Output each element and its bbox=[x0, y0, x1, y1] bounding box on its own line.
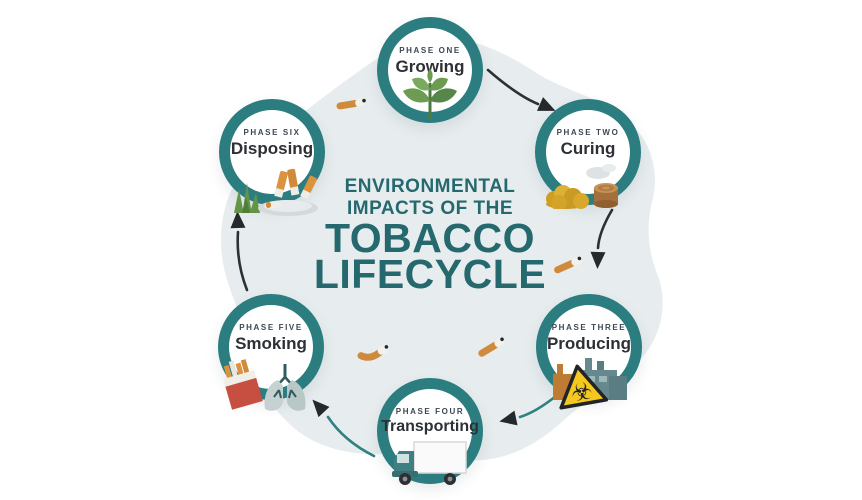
phase-node-disposing: PHASE SIX Disposing bbox=[219, 99, 325, 216]
phase-node-smoking: PHASE FIVE Smoking bbox=[218, 294, 324, 411]
phase-label: PHASE SIX bbox=[243, 128, 301, 137]
phase-node-growing: PHASE ONE Growing bbox=[377, 17, 483, 123]
factory-biohazard-icon: ☣ bbox=[553, 358, 627, 410]
phase-node-transporting: PHASE FOUR Transporting bbox=[377, 378, 483, 485]
arrow-smoking-to-disposing bbox=[230, 211, 249, 292]
arrow-producing-to-transporting bbox=[499, 394, 558, 426]
biohazard-symbol: ☣ bbox=[569, 376, 595, 407]
bent-cigarette-butt-icon bbox=[357, 345, 389, 361]
phase-name: Curing bbox=[560, 139, 616, 158]
center-title: ENVIRONMENTAL IMPACTS OF THE TOBACCO LIF… bbox=[280, 176, 580, 297]
plant-sprout-icon bbox=[403, 69, 457, 119]
phase-name: Transporting bbox=[381, 418, 479, 435]
phase-node-producing: PHASE THREE Producing ☣ bbox=[536, 294, 642, 410]
title-line-impacts: IMPACTS OF THE bbox=[346, 198, 514, 219]
phase-name: Disposing bbox=[230, 139, 314, 158]
arrow-growing-to-curing bbox=[486, 68, 556, 111]
phase-label: PHASE FIVE bbox=[239, 323, 303, 332]
arrow-curing-to-producing bbox=[590, 208, 614, 269]
cigarette-litter-icon bbox=[234, 168, 319, 216]
leaf-pile-stump-icon bbox=[546, 164, 618, 209]
cigarette-pack-lungs-icon bbox=[222, 359, 306, 411]
delivery-truck-icon bbox=[392, 441, 467, 485]
cigarette-butt-icon bbox=[336, 98, 366, 110]
phase-name: Producing bbox=[546, 334, 632, 353]
title-line-tobacco: TOBACCO bbox=[324, 215, 536, 261]
phase-node-curing: PHASE TWO Curing bbox=[535, 99, 641, 209]
phase-label: PHASE THREE bbox=[551, 323, 627, 332]
title-line-lifecycle: LIFECYCLE bbox=[313, 251, 547, 297]
phase-label: PHASE TWO bbox=[556, 128, 620, 137]
phase-name: Smoking bbox=[235, 334, 307, 353]
cigarette-butt-icon bbox=[478, 337, 505, 357]
title-line-environmental: ENVIRONMENTAL bbox=[344, 176, 516, 197]
arrow-transporting-to-smoking bbox=[312, 399, 376, 458]
phase-name: Growing bbox=[395, 57, 465, 76]
cigarette-butt-icon bbox=[554, 256, 582, 274]
phase-label: PHASE ONE bbox=[399, 46, 461, 55]
phase-label: PHASE FOUR bbox=[395, 407, 465, 416]
